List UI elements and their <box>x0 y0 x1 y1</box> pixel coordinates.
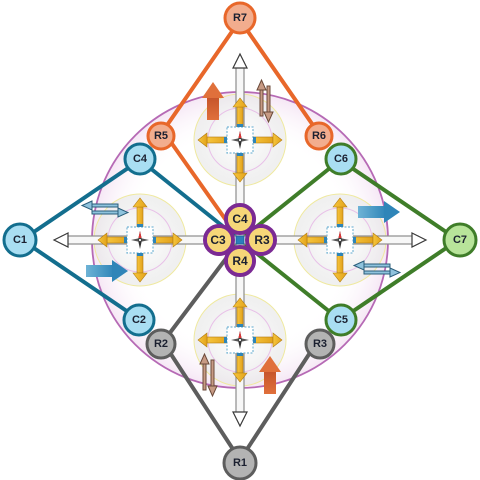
arrow-icon <box>259 356 281 394</box>
node-label-r6: R6 <box>312 130 326 142</box>
node-label-c2: C2 <box>132 314 146 326</box>
arrow-left-icon <box>52 232 69 248</box>
node-label-r3: R3 <box>313 338 327 350</box>
node-c6: C6 <box>324 142 358 176</box>
junction-icon <box>124 224 156 256</box>
junctions <box>124 124 356 356</box>
arrow-down-icon <box>232 411 248 428</box>
compass-icon <box>131 231 149 249</box>
node-c4-outer: C4 <box>123 142 157 176</box>
node-label-c1: C1 <box>13 234 27 246</box>
center-label-top: C4 <box>232 212 248 226</box>
node-label-r2: R2 <box>154 338 168 350</box>
arrow-icon <box>86 260 128 282</box>
node-r5: R5 <box>146 121 176 151</box>
compass-icon <box>231 131 249 149</box>
arrow-icon <box>297 197 383 283</box>
node-r7: R7 <box>223 1 257 35</box>
compass-icon <box>231 331 249 349</box>
center-label-right: R3 <box>254 233 270 247</box>
yellow-arrows <box>97 97 383 383</box>
center-label-left: C3 <box>210 233 226 247</box>
node-r3: R3 <box>304 328 336 360</box>
node-c5: C5 <box>324 303 358 337</box>
node-label-r5: R5 <box>154 130 168 142</box>
center-hub <box>235 235 245 245</box>
arrow-icon <box>202 82 224 120</box>
node-label-c5: C5 <box>334 314 348 326</box>
node-r1: R1 <box>222 445 258 480</box>
node-label-c4-outer: C4 <box>133 153 148 165</box>
compass-icon <box>331 231 349 249</box>
flow-arrows <box>80 78 402 398</box>
center-label-bottom: R4 <box>232 254 248 268</box>
arrow-icon <box>197 97 283 183</box>
arrow-icon <box>352 260 402 278</box>
node-r2: R2 <box>145 328 177 360</box>
node-label-c6: C6 <box>334 153 348 165</box>
center-cluster: C4 C3 R3 R4 <box>203 203 277 277</box>
arrow-icon <box>197 297 283 383</box>
junction-icon <box>224 324 256 356</box>
arrow-icon <box>199 352 218 398</box>
node-c2: C2 <box>122 303 156 337</box>
arrow-right-icon <box>411 232 428 248</box>
axis-arrowheads <box>52 52 428 428</box>
junction-icon <box>224 124 256 156</box>
node-c1: C1 <box>2 222 38 258</box>
arrow-up-icon <box>232 52 248 69</box>
node-r6: R6 <box>304 121 334 151</box>
node-label-r7: R7 <box>233 12 247 24</box>
arrow-icon <box>256 78 274 124</box>
arrow-icon <box>80 200 130 218</box>
arrow-icon <box>97 197 183 283</box>
node-label-r1: R1 <box>233 457 247 469</box>
arrow-icon <box>358 201 400 223</box>
junction-icon <box>324 224 356 256</box>
node-label-c7: C7 <box>453 234 467 246</box>
node-c7: C7 <box>442 222 478 258</box>
